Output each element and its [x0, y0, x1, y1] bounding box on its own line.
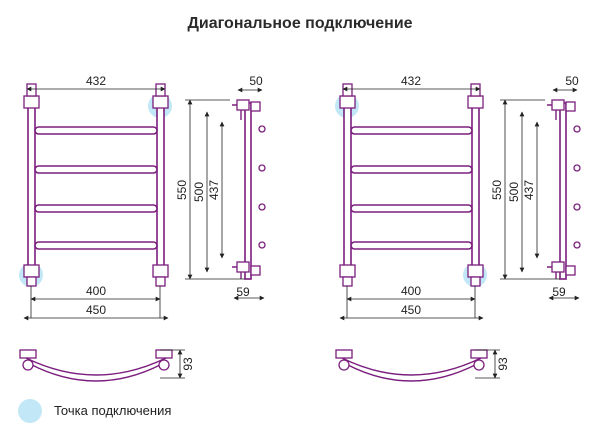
side-view-left — [232, 99, 266, 280]
legend: Точка подключения — [18, 399, 171, 423]
dim-pipe-width: 400 — [401, 284, 421, 298]
dim-total-height: 550 — [490, 180, 504, 200]
dim-height-500: 500 — [192, 182, 206, 202]
dim-bend-93: 93 — [181, 357, 195, 371]
dim-bend-93: 93 — [496, 357, 510, 371]
variant-right: 432 400 450 550 500 437 50 — [335, 74, 581, 382]
dim-outer-width: 432 — [401, 74, 421, 88]
dim-pipe-width: 400 — [86, 284, 106, 298]
dim-height-500: 500 — [507, 182, 521, 202]
front-view-left — [23, 83, 169, 287]
dim-total-width: 450 — [401, 303, 421, 317]
dim-depth-50: 50 — [249, 74, 263, 88]
dim-height-437: 437 — [522, 180, 536, 200]
variant-left: 432 400 450 550 500 437 — [19, 74, 266, 382]
side-view-right — [547, 99, 581, 280]
dim-depth-59: 59 — [552, 285, 566, 299]
dim-outer-width: 432 — [86, 74, 106, 88]
dim-depth-59: 59 — [236, 285, 250, 299]
dim-height-437: 437 — [207, 180, 221, 200]
front-view-right — [339, 83, 484, 287]
diagram-title: Диагональное подключение — [187, 15, 412, 32]
legend-label: Точка подключения — [54, 403, 171, 418]
top-view-left — [19, 349, 173, 382]
dim-total-width: 450 — [86, 303, 106, 317]
top-view-right — [335, 349, 488, 382]
legend-connection-point-swatch — [18, 399, 42, 423]
dim-depth-50: 50 — [565, 74, 579, 88]
dim-total-height: 550 — [175, 180, 189, 200]
